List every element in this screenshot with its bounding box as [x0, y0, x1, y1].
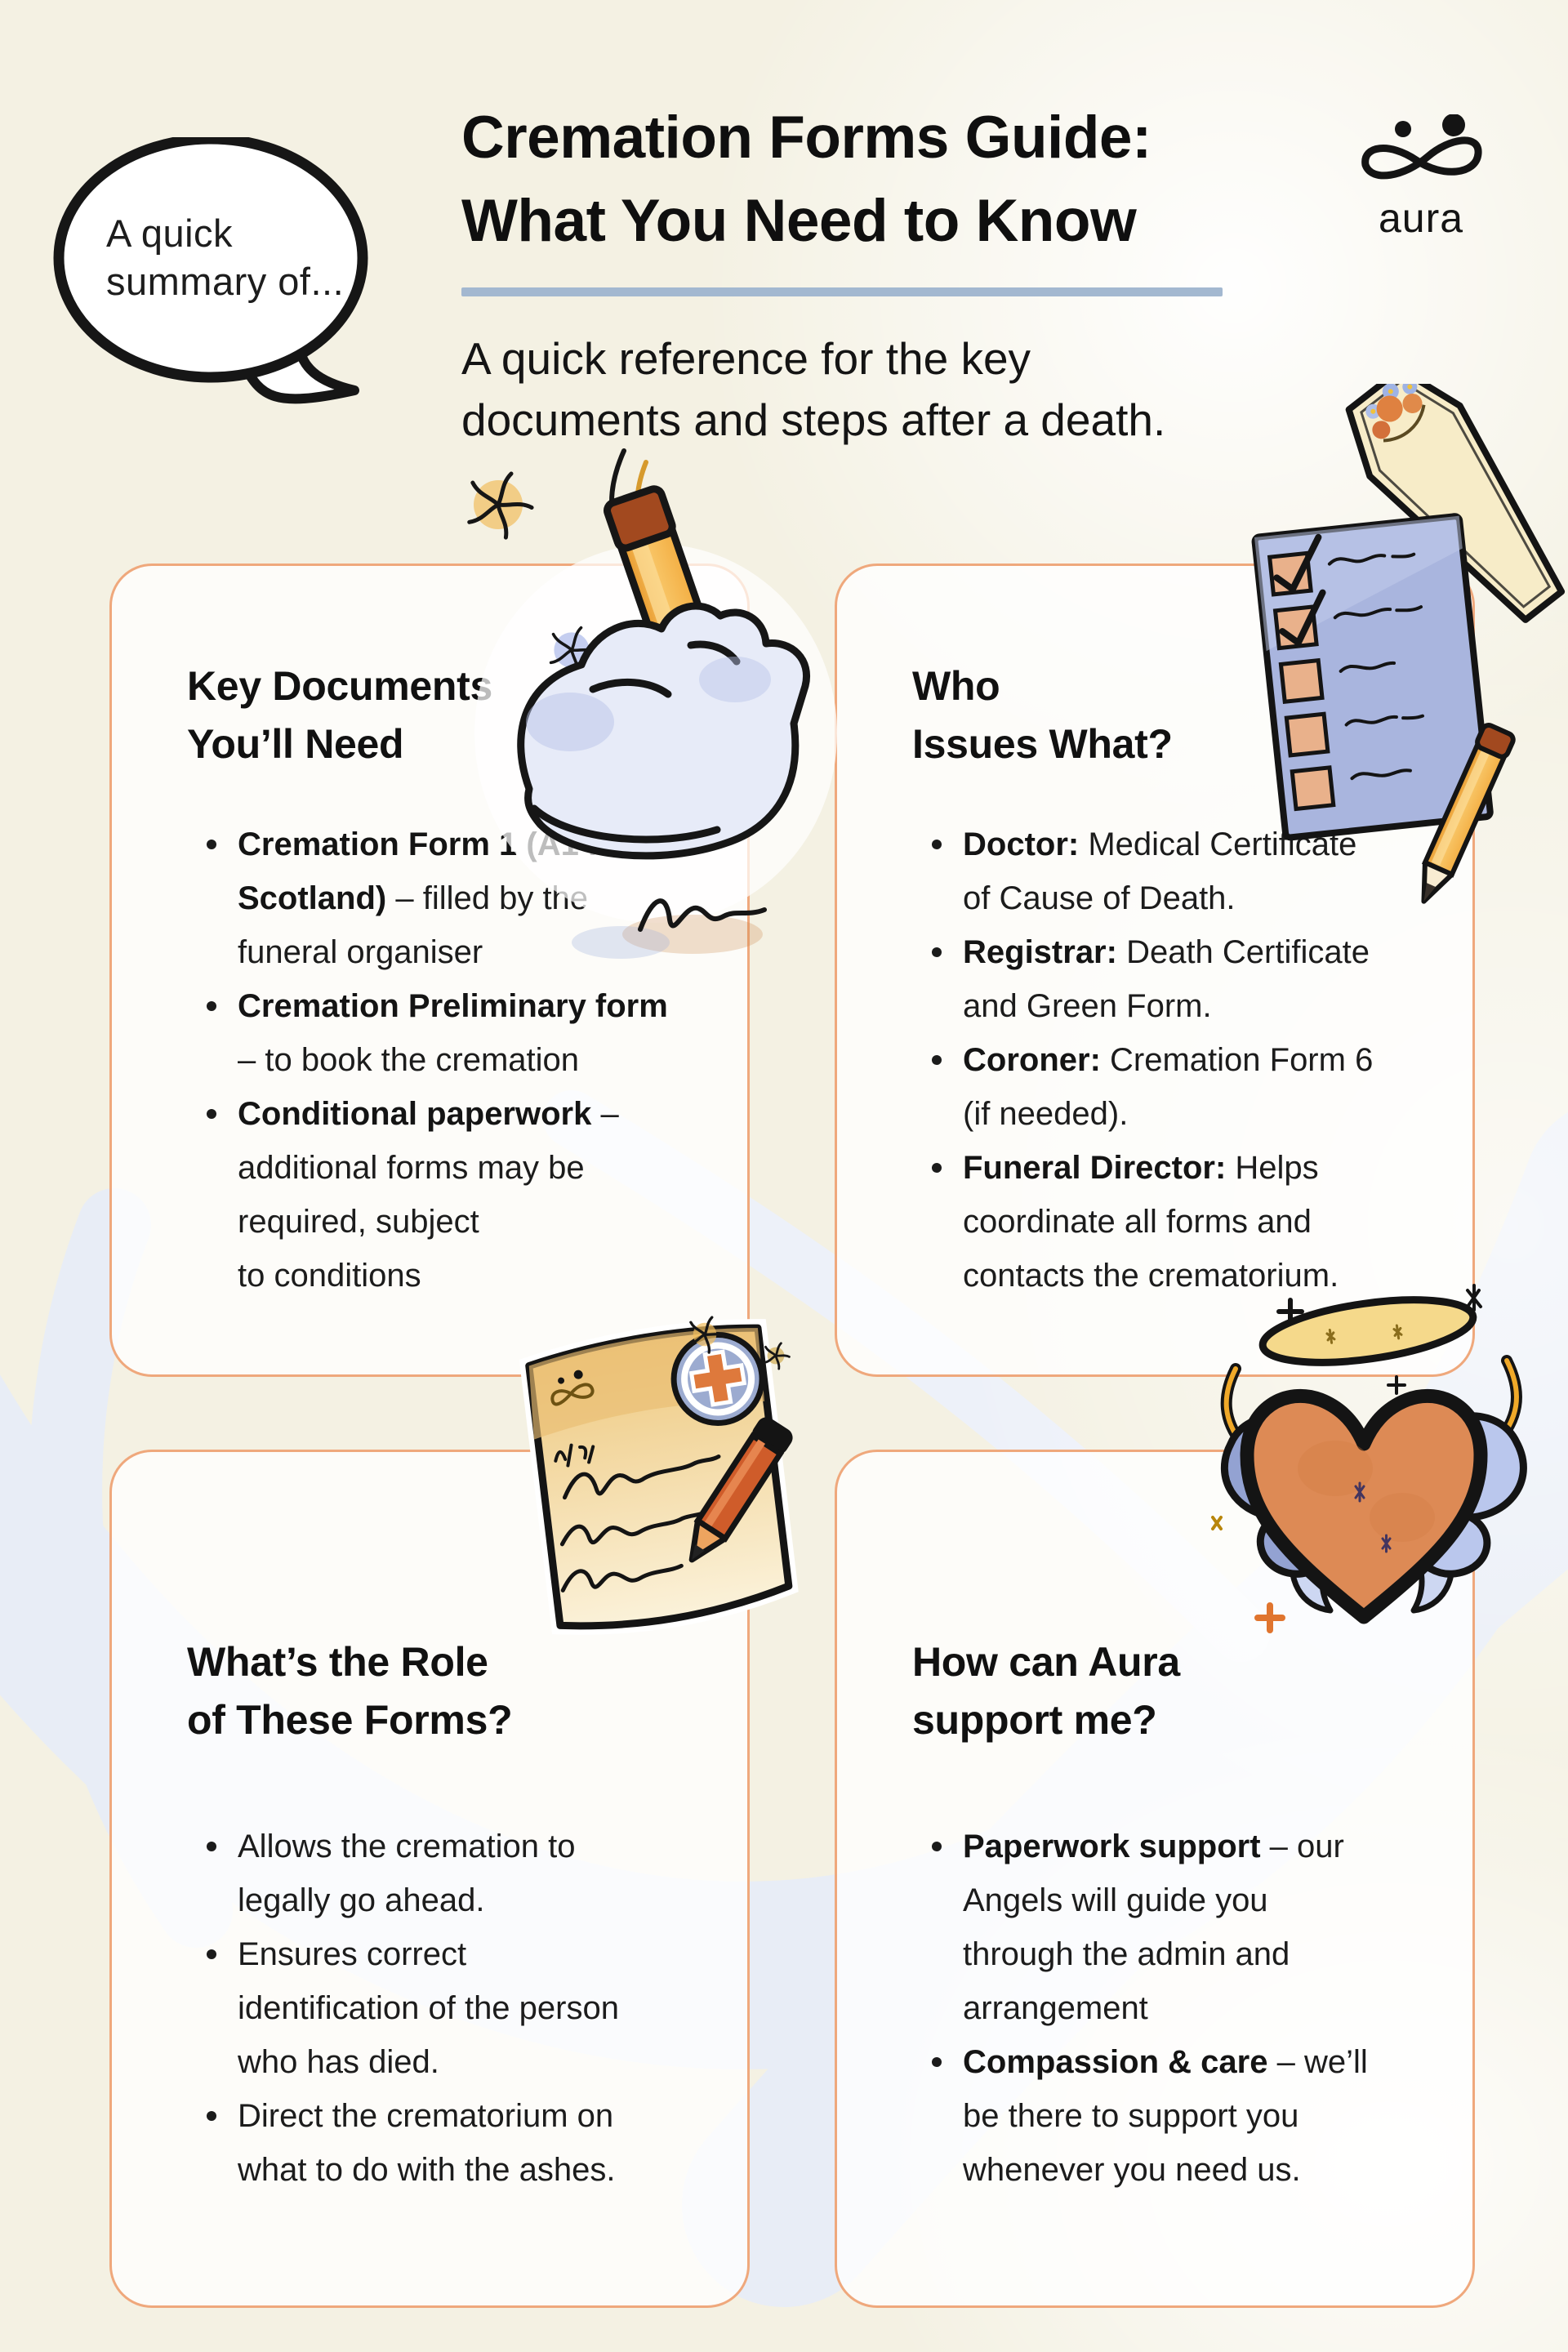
speech-bubble-text: A quick summary of... — [106, 209, 351, 305]
card-title-line1: How can Aura — [912, 1639, 1180, 1685]
card-role-of-forms: What’s the Role of These Forms? Allows t… — [109, 1450, 750, 2308]
bullet-bold-text: Funeral Director: — [963, 1150, 1227, 1186]
card-title: Key Documents You’ll Need — [187, 657, 715, 773]
bullet-bold-text: Coroner: — [963, 1042, 1101, 1078]
card-title-line1: What’s the Role — [187, 1639, 488, 1685]
card-key-documents: Key Documents You’ll Need Cremation Form… — [109, 564, 750, 1377]
bullet-text: – to book the cremation — [238, 1042, 580, 1078]
aura-infinity-icon — [1361, 114, 1482, 180]
page-subtitle-line1: A quick reference for the key — [461, 333, 1031, 384]
bullet-text: Allows the cremation to legally go ahead… — [238, 1829, 576, 1918]
bullet-bold-text: Registrar: — [963, 934, 1117, 970]
bullet-list: Cremation Form 1 (A1 in Scotland) – fill… — [200, 817, 702, 1303]
speech-bubble-line2: summary of... — [106, 260, 345, 303]
speech-bubble — [53, 137, 368, 404]
bullet-text: Cremation Form 6 (if needed). — [963, 1042, 1374, 1132]
aura-logo: aura — [1343, 114, 1499, 242]
bullet-text: Death Certificate and Green Form. — [963, 934, 1370, 1024]
bullet-text: – additional forms may be required, subj… — [238, 1096, 619, 1294]
card-title-line2: support me? — [912, 1697, 1157, 1743]
bullet-text: Medical Certificate of Cause of Death. — [963, 826, 1357, 916]
bullet-text: Direct the crematorium on what to do wit… — [238, 2098, 616, 2188]
card-title: How can Aura support me? — [912, 1633, 1440, 1749]
bullet-bold-text: Doctor: — [963, 826, 1080, 862]
bullet-item: Doctor: Medical Certificate of Cause of … — [925, 817, 1427, 925]
bullet-text: – we’ll be there to support you whenever… — [963, 2044, 1368, 2188]
bullet-item: Direct the crematorium on what to do wit… — [200, 2089, 702, 2197]
bullet-item: Registrar: Death Certificate and Green F… — [925, 925, 1427, 1033]
card-title-line1: Key Documents — [187, 663, 492, 709]
page-title: Cremation Forms Guide: What You Need to … — [461, 96, 1360, 263]
bullet-text: Helps coordinate all forms and contacts … — [963, 1150, 1339, 1294]
bullet-item: Allows the cremation to legally go ahead… — [200, 1820, 702, 1927]
bullet-bold-text: Paperwork support — [963, 1829, 1261, 1864]
card-title: What’s the Role of These Forms? — [187, 1633, 715, 1749]
card-title-line2: Issues What? — [912, 721, 1173, 767]
bullet-text: – our Angels will guide you through the … — [963, 1829, 1344, 2026]
bullet-text: Ensures correct identification of the pe… — [238, 1936, 619, 2080]
card-title-line2: You’ll Need — [187, 721, 404, 767]
bullet-item: Compassion & care – we’ll be there to su… — [925, 2035, 1427, 2197]
aura-logo-text: aura — [1378, 195, 1464, 241]
bullet-bold-text: Cremation Preliminary form — [238, 988, 668, 1024]
bullet-list: Doctor: Medical Certificate of Cause of … — [925, 817, 1427, 1303]
bullet-item: Coroner: Cremation Form 6 (if needed). — [925, 1033, 1427, 1141]
card-title-line1: Who — [912, 663, 1000, 709]
bullet-list: Allows the cremation to legally go ahead… — [200, 1820, 702, 2197]
bullet-item: Paperwork support – our Angels will guid… — [925, 1820, 1427, 2035]
bullet-item: Cremation Preliminary form – to book the… — [200, 979, 702, 1087]
bullet-bold-text: Compassion & care — [963, 2044, 1268, 2080]
speech-bubble-line1: A quick — [106, 212, 234, 255]
bullet-item: Ensures correct identification of the pe… — [200, 1927, 702, 2089]
bullet-list: Paperwork support – our Angels will guid… — [925, 1820, 1427, 2197]
bullet-item: Conditional paperwork – additional forms… — [200, 1087, 702, 1303]
card-who-issues-what: Who Issues What? Doctor: Medical Certifi… — [835, 564, 1475, 1377]
card-title-line2: of These Forms? — [187, 1697, 513, 1743]
bullet-bold-text: Conditional paperwork — [238, 1096, 592, 1132]
page-title-line2: What You Need to Know — [461, 188, 1137, 254]
page-subtitle: A quick reference for the key documents … — [461, 328, 1523, 451]
title-divider — [461, 287, 1223, 296]
page-subtitle-line2: documents and steps after a death. — [461, 394, 1166, 445]
card-title: Who Issues What? — [912, 657, 1440, 773]
bullet-item: Funeral Director: Helps coordinate all f… — [925, 1141, 1427, 1303]
card-aura-support: How can Aura support me? Paperwork suppo… — [835, 1450, 1475, 2308]
bullet-item: Cremation Form 1 (A1 in Scotland) – fill… — [200, 817, 702, 979]
page-title-line1: Cremation Forms Guide: — [461, 105, 1152, 171]
